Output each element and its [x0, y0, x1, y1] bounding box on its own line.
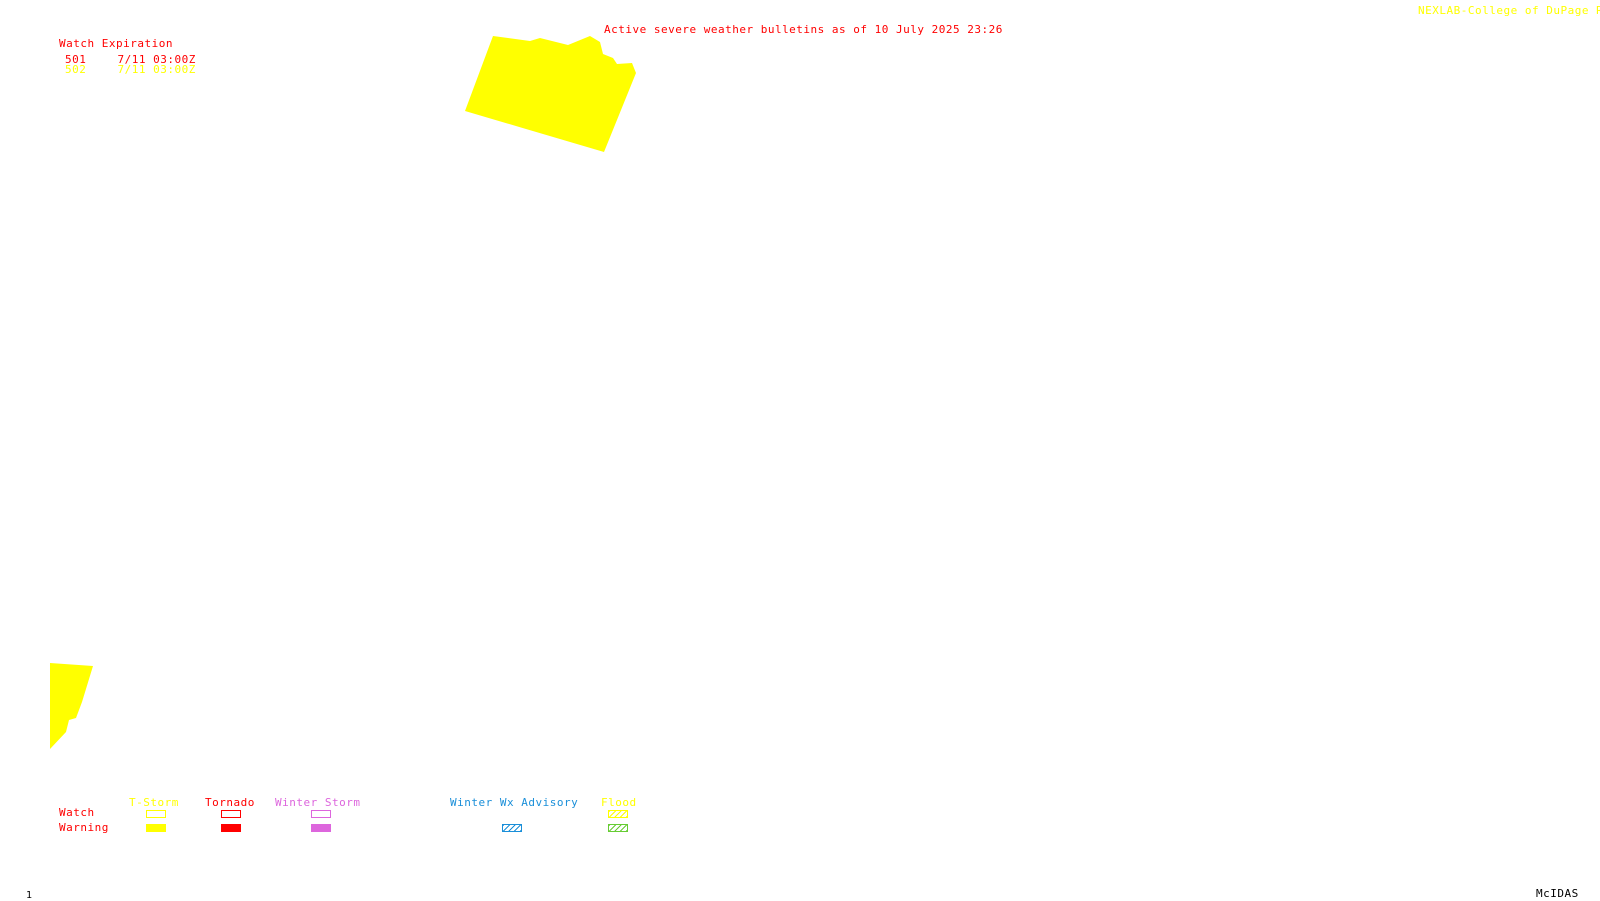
legend-flood-watch-swatch	[608, 810, 628, 818]
frame-number: 1	[26, 890, 33, 901]
software-label: McIDAS	[1536, 887, 1579, 900]
bulletin-title: Active severe weather bulletins as of 10…	[604, 23, 1003, 36]
legend-winter-storm-warning-swatch	[311, 824, 331, 832]
legend-label-tstorm: T-Storm	[129, 796, 179, 809]
watch-polygon-502-north	[465, 36, 636, 152]
legend-tornado-warning-swatch	[221, 824, 241, 832]
legend-label-winter-wx-advisory: Winter Wx Advisory	[450, 796, 579, 809]
legend-flood-warning-swatch	[608, 824, 628, 832]
legend-label-flood: Flood	[601, 796, 637, 809]
legend-tstorm-watch-swatch	[146, 810, 166, 818]
legend-row-watch: Watch	[59, 806, 95, 819]
watch-expires: 7/11 03:00Z	[117, 53, 196, 66]
legend-tstorm-warning-swatch	[146, 824, 166, 832]
watch-expires: 7/11 03:00Z	[117, 63, 196, 76]
legend-label-tornado: Tornado	[205, 796, 255, 809]
watch-polygon-502-south	[50, 663, 93, 749]
legend-row-warning: Warning	[59, 821, 109, 834]
legend-label-winter-storm: Winter Storm	[275, 796, 361, 809]
watch-row: 501 7/11 03:00Z	[65, 54, 196, 65]
legend-winter-wx-advisory-swatch	[502, 824, 522, 832]
watch-id: 502	[65, 63, 87, 76]
watch-row: 502 7/11 03:00Z	[65, 64, 196, 75]
legend-tornado-watch-swatch	[221, 810, 241, 818]
legend-winter-storm-watch-swatch	[311, 810, 331, 818]
credit-text: NEXLAB-College of DuPage R	[1418, 4, 1600, 17]
watch-expiration-heading: Watch Expiration	[59, 37, 173, 50]
watch-id: 501	[65, 53, 87, 66]
